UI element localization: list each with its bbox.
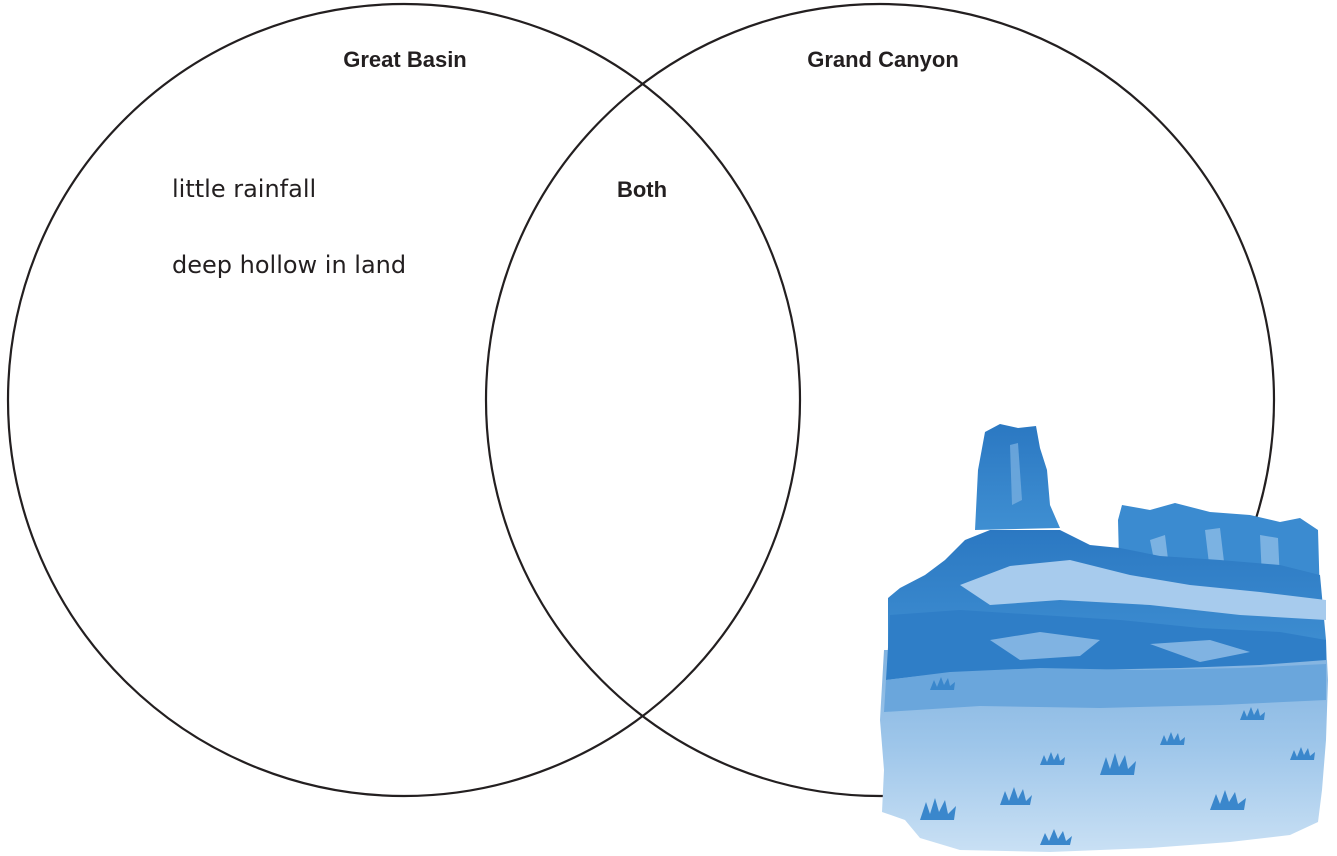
desert-mesa-illustration — [880, 424, 1328, 852]
great-basin-circle — [8, 4, 800, 796]
great-basin-item: little rainfall — [172, 175, 316, 203]
grand-canyon-heading: Grand Canyon — [807, 47, 959, 72]
great-basin-item: deep hollow in land — [172, 251, 406, 279]
great-basin-heading: Great Basin — [343, 47, 467, 72]
overlap-heading: Both — [617, 177, 667, 202]
